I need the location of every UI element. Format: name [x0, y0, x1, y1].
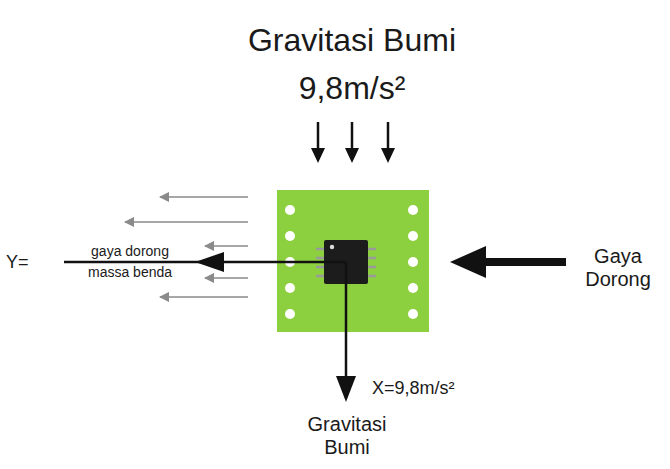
pcb-hole — [285, 309, 295, 319]
pcb-hole — [408, 205, 418, 215]
pcb-hole — [408, 309, 418, 319]
formula-label: Y= — [6, 252, 29, 273]
pcb-hole — [408, 231, 418, 241]
chip-dot — [330, 245, 334, 249]
pcb-hole — [285, 205, 295, 215]
value-label: 9,8m/s² — [299, 70, 406, 107]
numerator-label: gaya dorong — [91, 243, 169, 259]
gravity-arrow — [336, 262, 356, 402]
pcb-hole — [408, 283, 418, 293]
push-arrow — [450, 246, 566, 278]
title-label: Gravitasi Bumi — [248, 22, 456, 59]
pcb-hole — [285, 231, 295, 241]
gravity-arrows — [311, 122, 395, 163]
force-label: Gaya Dorong — [573, 245, 663, 291]
pcb-hole — [285, 283, 295, 293]
denominator-label: massa benda — [88, 264, 172, 280]
pcb-hole — [408, 257, 418, 267]
value-label: X=9,8m/s² — [372, 378, 455, 399]
gravity-label: Gravitasi Bumi — [292, 413, 402, 459]
